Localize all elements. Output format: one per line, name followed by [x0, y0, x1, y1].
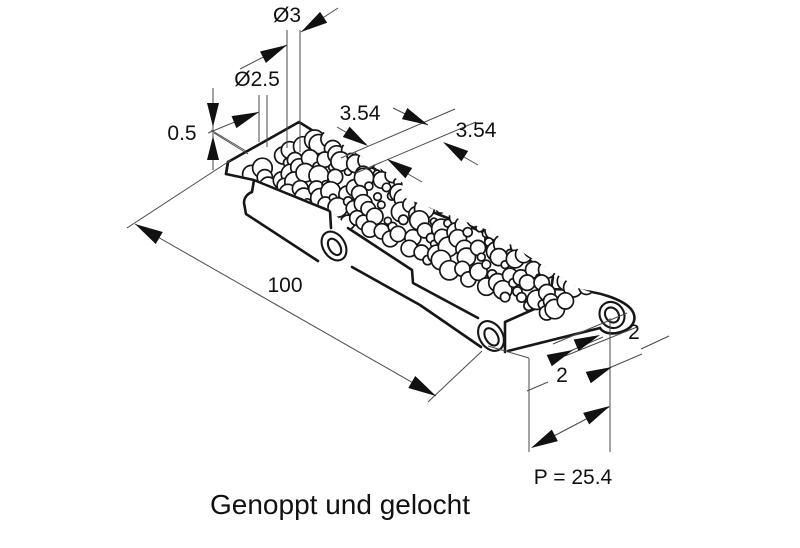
dimension-arrowhead [583, 406, 610, 425]
hole-circle [510, 234, 521, 244]
dimension-line [210, 129, 247, 152]
knob-circle [442, 191, 463, 211]
knob-circle [556, 291, 575, 310]
knob-circle [518, 274, 536, 292]
knob-circle [406, 181, 426, 201]
barrel1-top-edge [252, 178, 333, 230]
knob-circle [553, 239, 573, 259]
label-row-spacing-2: 3.54 [456, 119, 497, 142]
barrel2-top-edge [346, 226, 480, 320]
hole-circle [499, 291, 511, 303]
dimension-line [487, 345, 530, 359]
hole-circle [440, 192, 452, 203]
hole-circle [576, 276, 588, 287]
knob-circle [424, 184, 443, 203]
dimension-arrowhead [135, 224, 163, 245]
dimension-line [427, 350, 483, 403]
dimension-line [134, 223, 437, 397]
knob-circle [454, 194, 477, 216]
dimension-arrowhead [573, 335, 600, 351]
dimension-arrowhead [408, 375, 436, 396]
hole-circle [372, 192, 383, 202]
dimension-arrowhead [207, 103, 219, 127]
dimension-arrowhead [387, 159, 413, 179]
dimension-line [463, 156, 479, 166]
barrel2-bottom-edge [350, 265, 483, 349]
hole-circle [435, 204, 446, 215]
knob-circle [600, 264, 616, 285]
hole-circle [397, 214, 409, 226]
plate-left-end [224, 160, 320, 263]
knob-circle [520, 228, 542, 250]
knob-circle [523, 239, 543, 259]
hole-circle [569, 262, 581, 274]
dimension-arrowhead [301, 11, 328, 32]
knob-circle [417, 175, 435, 193]
knob-circle [389, 225, 407, 243]
dimension-arrowhead [401, 108, 428, 125]
hole-circle [515, 291, 528, 303]
hole-circle [550, 252, 560, 261]
label-edge-gap-upper: 2 [628, 321, 640, 344]
hole-circle [381, 182, 392, 193]
dimension-labels: Ø3 Ø2.5 0.5 3.54 3.54 100 2 2 P = 25.4 [167, 4, 639, 489]
hinge-eye-right [598, 300, 626, 330]
knob-circle [462, 203, 480, 221]
hole-circle [481, 259, 492, 270]
hole-circle [475, 223, 485, 233]
knob-circle [561, 250, 579, 269]
dimension-line [640, 335, 670, 350]
knob-circle [497, 216, 514, 233]
dimension-arrowhead [585, 367, 612, 384]
dimension-arrowhead [231, 112, 259, 129]
dimension-line [355, 121, 477, 174]
hole-circle [364, 181, 374, 191]
label-hole-diameter: Ø2.5 [234, 68, 280, 91]
hole-circle [559, 269, 569, 279]
knob-circle [539, 240, 557, 257]
label-knob-diameter: Ø3 [273, 4, 301, 27]
hole-circle [376, 200, 386, 210]
knob-circle [584, 267, 601, 285]
dimension-arrowhead [546, 350, 573, 367]
label-pitch: P = 25.4 [534, 466, 613, 489]
dimension-arrowheads [135, 11, 612, 448]
dimension-arrowhead [531, 429, 558, 448]
label-knob-height: 0.5 [167, 122, 196, 145]
knob-circle [578, 259, 598, 278]
hole-circle [476, 252, 487, 262]
label-row-spacing-1: 3.54 [340, 102, 381, 125]
label-edge-gap-lower: 2 [556, 364, 568, 387]
dimension-line [213, 132, 249, 155]
right-curl-outline [572, 288, 636, 335]
hinge-eye-left [320, 230, 348, 262]
knob-circle [570, 262, 588, 281]
dimension-arrowhead [207, 136, 219, 160]
plate-bottom-right-edge [506, 326, 602, 353]
knob-circle [516, 223, 534, 241]
dimension-line [407, 173, 423, 183]
hole-circle [534, 251, 546, 263]
dimension-arrowhead [259, 45, 287, 64]
dimension-line [526, 381, 549, 392]
knob-circle [514, 245, 533, 264]
dimension-line [552, 312, 628, 345]
label-module-length: 100 [267, 274, 302, 297]
dimension-line [564, 326, 638, 357]
knob-circle [424, 190, 443, 209]
knob-circle [534, 228, 557, 250]
hole-circle [553, 259, 564, 270]
dimension-arrowhead [443, 142, 469, 162]
knob-circle [466, 210, 484, 229]
knob-circle [589, 274, 608, 294]
knob-circle [476, 203, 496, 223]
dimension-line [340, 108, 456, 159]
dimension-arrowhead [342, 126, 368, 146]
figure-caption: Genoppt und gelocht [210, 489, 470, 520]
dimension-line [126, 159, 232, 229]
hole-circle [462, 226, 474, 238]
